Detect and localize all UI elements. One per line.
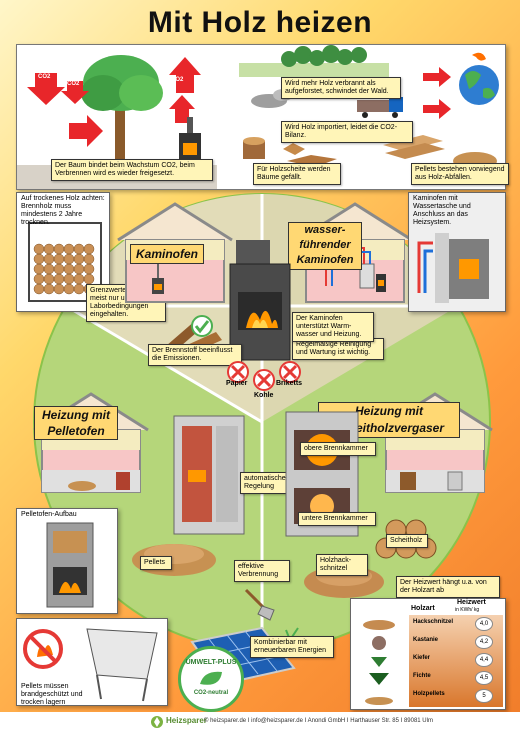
- heat-row: Hackschnitzel 4,0: [411, 615, 503, 633]
- heat-row-name: Hackschnitzel: [413, 619, 454, 625]
- fuel-briquette-label: Briketts: [276, 380, 303, 387]
- renewables-note: Kombinierbar mit erneuerbaren Energien: [250, 636, 334, 658]
- leaf-icon: [200, 671, 222, 685]
- heat-row-name: Kiefer: [413, 655, 431, 661]
- heizsparer-logo-icon: [151, 716, 163, 728]
- dry-wood-note: Auf trockenes Holz achten: Brennholz mus…: [21, 195, 105, 226]
- water-stove-panel: Kaminofen mit Wassertasche und Anschluss…: [408, 192, 506, 312]
- wasser-label-line1: wasser-: [304, 224, 346, 236]
- pellet-storage-illustration: [23, 628, 158, 702]
- wood-chips-label: Holzhack-schnitzel: [316, 554, 368, 576]
- footer-brand: Heizsparer: [166, 716, 207, 725]
- co2-cycle-illustration: [17, 45, 499, 189]
- eco-badge-top: UMWELT-PLUS: [185, 659, 237, 666]
- support-note: Der Kaminofen unterstützt Warm-wasser un…: [292, 312, 374, 342]
- shovel-icon: [244, 588, 275, 621]
- maintenance-note: Regelmäßige Reinigung und Wartung ist wi…: [292, 338, 384, 360]
- upper-chamber-note: obere Brennkammer: [300, 442, 376, 456]
- co2-label: CO2: [171, 77, 184, 83]
- heat-row-value: 4,4: [475, 653, 493, 667]
- footer-text: © heizsparer.de I info@heizsparer.de I A…: [204, 718, 433, 724]
- wasser-label-line2: führender: [299, 239, 351, 251]
- eco-badge: UMWELT-PLUS CO2-neutral: [178, 646, 244, 712]
- pellet-label: Heizung mit Pelletofen: [34, 406, 118, 440]
- efficient-note: effektive Verbrennung: [234, 560, 290, 582]
- heat-row: Fichte 4,5: [411, 669, 503, 687]
- tree-co2-note: Der Baum bindet beim Wachstum CO2, beim …: [51, 159, 213, 181]
- heat-row-name: Holzpellets: [413, 691, 445, 697]
- heat-row-value: 4,5: [475, 671, 493, 685]
- bad-fuels-icons: [227, 361, 301, 391]
- storage-note: Pellets müssen brandgeschützt und trocke…: [21, 683, 83, 706]
- pellet-structure-label: Pelletofen-Aufbau: [21, 511, 77, 518]
- heat-value-table: Holzart Heizwert in KWh/ kg Hackschnitze…: [350, 598, 506, 710]
- heat-row: Kastanie 4,2: [411, 633, 503, 651]
- scheitholz-label-line2: Scheitholzvergaser: [333, 421, 445, 435]
- heat-row-value: 5: [475, 689, 493, 703]
- heat-table-col-value: Heizwert: [457, 599, 486, 606]
- water-stove-illustration: [409, 193, 505, 311]
- fuel-paper-label: Papier: [226, 380, 248, 387]
- heat-value-intro: Der Heizwert hängt u.a. von der Holzart …: [396, 576, 500, 598]
- pellet-storage-panel: Pellets müssen brandgeschützt und trocke…: [16, 618, 168, 706]
- eco-badge-bottom: CO2-neutral: [193, 690, 229, 696]
- logs-label: Scheitholz: [386, 534, 428, 548]
- central-stove: [229, 240, 291, 361]
- fuel-coal-label: Kohle: [254, 392, 274, 399]
- wasser-label-line3: Kaminofen: [296, 254, 354, 266]
- page-title: Mit Holz heizen: [147, 6, 373, 39]
- import-note: Wird Holz importiert, leidet die CO2-Bil…: [281, 121, 413, 143]
- scheitholz-label-line1: Heizung mit: [355, 404, 423, 418]
- wood-types-icons: [363, 620, 395, 705]
- water-stove-note: Kaminofen mit Wassertasche und Anschluss…: [413, 195, 471, 226]
- heat-row-name: Fichte: [413, 673, 431, 679]
- fuel-note: Der Brennstoff beeinflusst die Emissione…: [148, 344, 242, 366]
- heat-row-value: 4,0: [475, 617, 493, 631]
- footer: Heizsparer © heizsparer.de I info@heizsp…: [0, 712, 520, 732]
- co2-cycle-panel: Der Baum bindet beim Wachstum CO2, beim …: [16, 44, 509, 190]
- heat-row: Kiefer 4,4: [411, 651, 503, 669]
- pellets-origin-note: Pellets bestehen vorwiegend aus Holz-Abf…: [411, 163, 509, 185]
- heat-row-value: 4,2: [475, 635, 493, 649]
- pellets-pile: [132, 544, 216, 576]
- kaminofen-label: Kaminofen: [130, 244, 204, 264]
- co2-label: CO2: [67, 81, 80, 87]
- heat-table-rows: Hackschnitzel 4,0 Kastanie 4,2 Kiefer 4,…: [411, 615, 503, 705]
- heat-row: Holzpellets 5: [411, 687, 503, 705]
- woodpile-illustration: [28, 222, 102, 302]
- chips-note: Für Holzscheite werden Bäume gefällt.: [253, 163, 341, 185]
- heat-row-name: Kastanie: [413, 637, 439, 643]
- pellets-label: Pellets: [140, 556, 172, 570]
- pellet-stove-structure-panel: Pelletofen-Aufbau: [16, 508, 118, 614]
- wasser-label: wasser- führender Kaminofen: [288, 222, 362, 270]
- forest-note: Wird mehr Holz verbrannt als aufgeforste…: [281, 77, 401, 99]
- heat-table-unit: in KWh/ kg: [455, 607, 480, 613]
- pellet-label-line2: Pelletofen: [47, 424, 105, 438]
- pellet-boiler: [173, 415, 245, 535]
- pellet-label-line1: Heizung mit: [42, 408, 110, 422]
- heat-table-col-wood: Holzart: [411, 605, 435, 612]
- lower-chamber-note: untere Brennkammer: [298, 512, 376, 526]
- pellet-stove-illustration: [46, 522, 94, 608]
- co2-label: CO2: [38, 74, 51, 80]
